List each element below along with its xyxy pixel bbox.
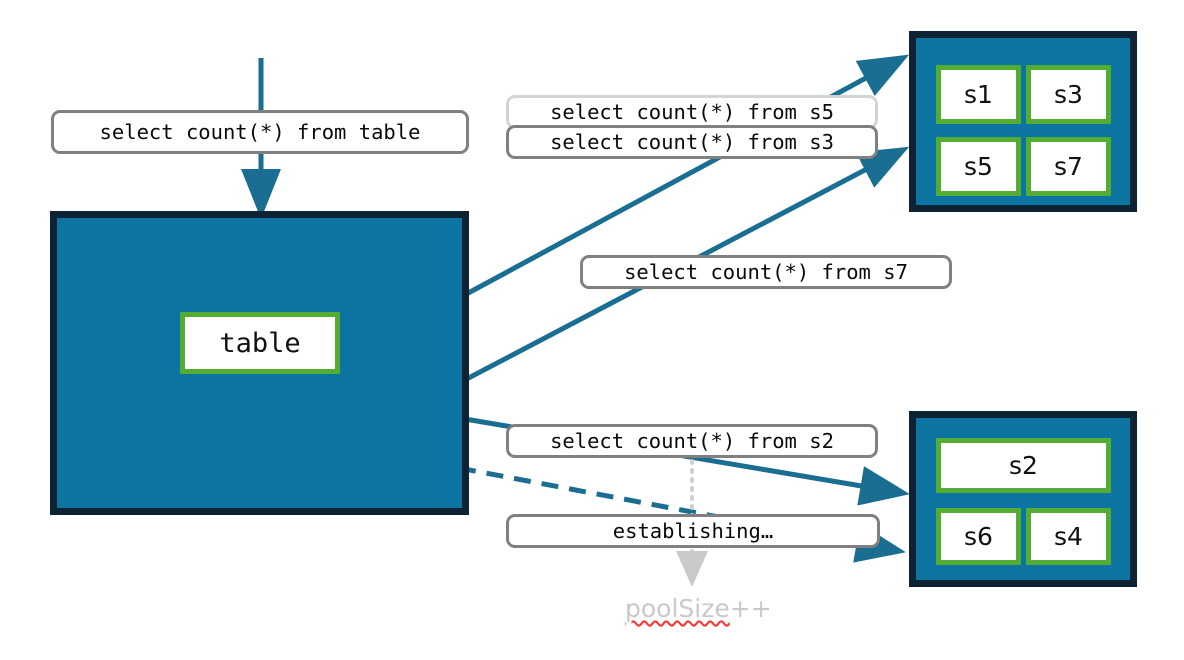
- chip-query-table-label: select count(*) from table: [99, 120, 421, 144]
- node-s4[interactable]: s4: [1026, 508, 1111, 565]
- node-table-label: table: [219, 327, 301, 359]
- node-s1[interactable]: s1: [936, 65, 1021, 124]
- node-s2[interactable]: s2: [936, 438, 1111, 493]
- node-table[interactable]: table: [180, 312, 340, 374]
- poolsize-increment: ++: [729, 594, 772, 623]
- node-s5[interactable]: s5: [936, 137, 1021, 196]
- chip-query-s2-label: select count(*) from s2: [550, 429, 834, 453]
- poolsize-annotation: poolSize++: [625, 594, 772, 623]
- node-s3-label: s3: [1054, 80, 1083, 109]
- node-s7-label: s7: [1054, 152, 1083, 181]
- chip-query-table[interactable]: select count(*) from table: [51, 110, 469, 154]
- node-s1-label: s1: [964, 80, 993, 109]
- chip-query-s5[interactable]: select count(*) from s5: [506, 95, 878, 129]
- chip-query-s3[interactable]: select count(*) from s3: [506, 125, 878, 159]
- chip-query-s2[interactable]: select count(*) from s2: [506, 424, 878, 458]
- node-s4-label: s4: [1054, 522, 1083, 551]
- chip-status-establishing[interactable]: establishing…: [506, 514, 880, 548]
- chip-status-establishing-label: establishing…: [612, 519, 774, 543]
- chip-query-s7-label: select count(*) from s7: [624, 260, 908, 284]
- node-s6-label: s6: [964, 522, 993, 551]
- node-s3[interactable]: s3: [1026, 65, 1111, 124]
- chip-query-s3-label: select count(*) from s3: [550, 130, 834, 154]
- node-s6[interactable]: s6: [936, 508, 1021, 565]
- node-s2-label: s2: [1009, 451, 1038, 480]
- node-s5-label: s5: [964, 152, 993, 181]
- chip-query-s5-label: select count(*) from s5: [550, 100, 834, 124]
- node-s7[interactable]: s7: [1026, 137, 1111, 196]
- poolsize-word: poolSize: [625, 594, 730, 623]
- chip-query-s7[interactable]: select count(*) from s7: [580, 255, 952, 289]
